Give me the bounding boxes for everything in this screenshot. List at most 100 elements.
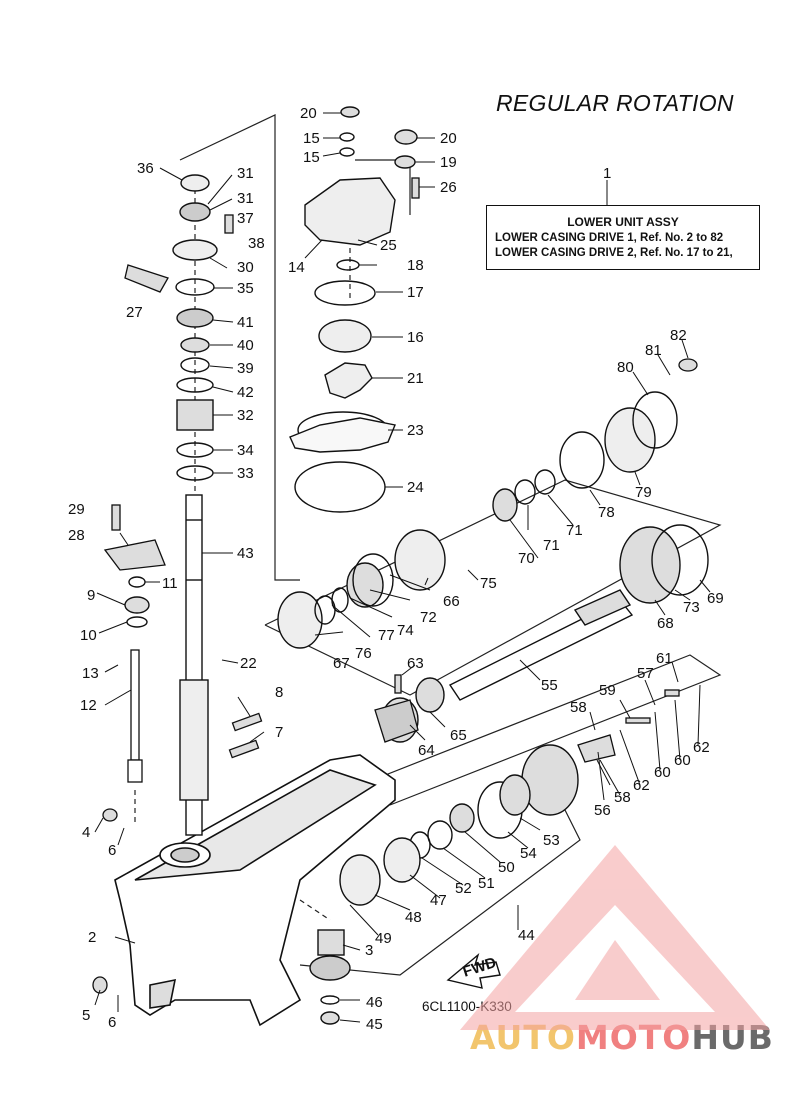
part-label: 9 <box>87 587 95 604</box>
part-label: 38 <box>248 235 265 252</box>
callout-line-2: LOWER CASING DRIVE 2, Ref. No. 17 to 21, <box>495 247 733 259</box>
part-label: 59 <box>599 682 616 699</box>
part-label: 37 <box>237 210 254 227</box>
part-label: 71 <box>543 537 560 554</box>
part-label: 81 <box>645 342 662 359</box>
part-label: 54 <box>520 845 537 862</box>
part-label: 56 <box>594 802 611 819</box>
part-label: 27 <box>126 304 143 321</box>
part-label: 42 <box>237 384 254 401</box>
part-label: 1 <box>603 165 611 182</box>
part-label: 49 <box>375 930 392 947</box>
part-label: 73 <box>683 599 700 616</box>
part-label: 43 <box>237 545 254 562</box>
part-label: 20 <box>300 105 317 122</box>
part-label: 69 <box>707 590 724 607</box>
part-label: 14 <box>288 259 305 276</box>
part-label: 44 <box>518 927 535 944</box>
part-label: 46 <box>366 994 383 1011</box>
part-label: 30 <box>237 259 254 276</box>
part-label: 6 <box>108 842 116 859</box>
part-label: 35 <box>237 280 254 297</box>
gears <box>309 526 681 981</box>
part-label: 34 <box>237 442 254 459</box>
part-label: 7 <box>275 724 283 741</box>
part-label: 32 <box>237 407 254 424</box>
part-label: 22 <box>240 655 257 672</box>
part-label: 52 <box>455 880 472 897</box>
part-label: 67 <box>333 655 350 672</box>
part-label: 75 <box>480 575 497 592</box>
part-label: 36 <box>137 160 154 177</box>
part-label: 13 <box>82 665 99 682</box>
part-label: 68 <box>657 615 674 632</box>
part-label: 31 <box>237 190 254 207</box>
part-label: 76 <box>355 645 372 662</box>
part-label: 58 <box>614 789 631 806</box>
part-label: 10 <box>80 627 97 644</box>
diagram-title: REGULAR ROTATION <box>496 90 734 116</box>
part-label: 21 <box>407 370 424 387</box>
part-label: 15 <box>303 149 320 166</box>
rings-and-bearings <box>124 106 709 1025</box>
part-label: 63 <box>407 655 424 672</box>
part-label: 60 <box>674 752 691 769</box>
part-label: 33 <box>237 465 254 482</box>
part-label: 72 <box>420 609 437 626</box>
propeller-shaft <box>448 589 634 701</box>
part-label: 5 <box>82 1007 90 1024</box>
part-label: 2 <box>88 929 96 946</box>
callout-heading: LOWER UNIT ASSY <box>567 215 679 229</box>
part-label: 50 <box>498 859 515 876</box>
watermark-triangle <box>460 845 770 1030</box>
part-label: 18 <box>407 257 424 274</box>
part-label: 57 <box>637 665 654 682</box>
part-label: 78 <box>598 504 615 521</box>
part-label: 41 <box>237 314 254 331</box>
part-label: 25 <box>380 237 397 254</box>
part-labels: 1 2 3 4 5 6 6 7 8 9 10 11 12 13 14 15 15… <box>68 105 724 1033</box>
part-label: 11 <box>162 575 178 592</box>
lower-casing <box>114 754 396 1027</box>
part-label: 62 <box>633 777 650 794</box>
part-label: 12 <box>80 697 97 714</box>
part-label: 70 <box>518 550 535 567</box>
part-label: 55 <box>541 677 558 694</box>
drive-shaft <box>179 494 209 836</box>
part-label: 77 <box>378 627 395 644</box>
part-label: 15 <box>303 130 320 147</box>
part-label: 3 <box>365 942 373 959</box>
part-label: 80 <box>617 359 634 376</box>
part-label: 19 <box>440 154 457 171</box>
part-label: 23 <box>407 422 424 439</box>
part-label: 60 <box>654 764 671 781</box>
part-label: 82 <box>670 327 687 344</box>
assembly-callout-box: LOWER UNIT ASSY LOWER CASING DRIVE 1, Re… <box>486 205 760 270</box>
part-label: 62 <box>693 739 710 756</box>
part-label: 28 <box>68 527 85 544</box>
part-label: 20 <box>440 130 457 147</box>
part-label: 79 <box>635 484 652 501</box>
part-label: 71 <box>566 522 583 539</box>
part-label: 58 <box>570 699 587 716</box>
small-parts <box>92 177 698 994</box>
part-label: 39 <box>237 360 254 377</box>
part-label: 47 <box>430 892 447 909</box>
part-label: 61 <box>656 650 673 667</box>
leader-lines <box>94 112 711 1023</box>
part-label: 6 <box>108 1014 116 1031</box>
part-label: 40 <box>237 337 254 354</box>
fwd-arrow: FWD <box>446 952 501 989</box>
part-label: 45 <box>366 1016 383 1033</box>
part-label: 8 <box>275 684 283 701</box>
part-label: 4 <box>82 824 90 841</box>
shift-rod <box>127 649 143 783</box>
part-label: 26 <box>440 179 457 196</box>
part-label: 24 <box>407 479 424 496</box>
part-label: 74 <box>397 622 414 639</box>
water-pump <box>289 177 396 453</box>
part-label: 64 <box>418 742 435 759</box>
part-label: 17 <box>407 284 424 301</box>
part-label: 66 <box>443 593 460 610</box>
